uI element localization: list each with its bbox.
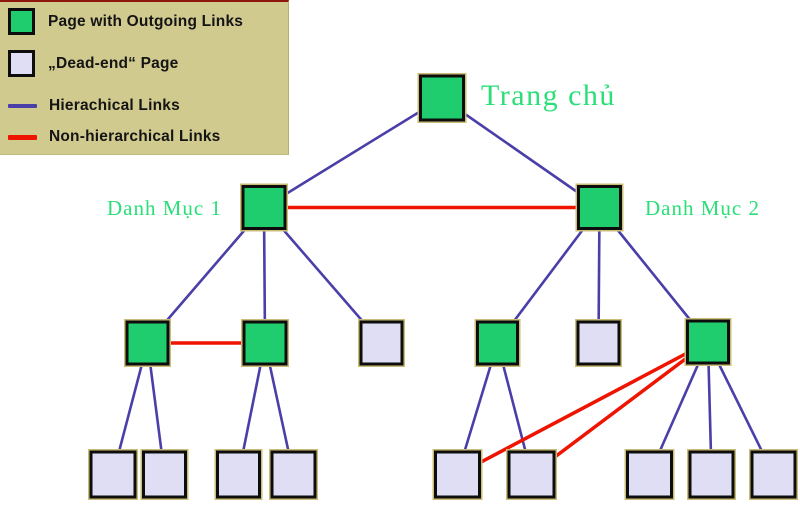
node-leaf3-dead-end: [216, 450, 261, 499]
legend-label: Page with Outgoing Links: [48, 12, 244, 30]
node-halo-leaf4: [269, 449, 318, 500]
category-1-label: Danh Mục 1: [107, 196, 222, 220]
node-halo-l3a: [124, 319, 171, 367]
legend-item-page-with-links: Page with Outgoing Links: [8, 8, 243, 35]
node-halo-l3d: [474, 319, 521, 367]
node-halo-l3e: [575, 319, 622, 367]
edge-hierarchical-root-dm2: [441, 96, 601, 209]
node-dm2-page-with-links: [577, 185, 622, 230]
node-l3e-dead-end: [576, 320, 621, 366]
node-halo-leaf1: [88, 449, 138, 500]
node-dm1-page-with-links: [241, 185, 287, 230]
node-leaf9-dead-end: [750, 450, 797, 499]
edge-hierarchical-root-dm1: [263, 96, 443, 209]
node-halo-leaf6: [506, 449, 557, 500]
blue-line-swatch-icon: [8, 104, 37, 108]
legend-item-hierarchical-links: Hierachical Links: [8, 97, 180, 115]
node-l3c-dead-end: [359, 320, 404, 366]
edge-non-hierarchical-l3f-leaf5: [456, 340, 709, 477]
node-leaf1-dead-end: [89, 450, 137, 499]
root-node-label: Trang chủ: [481, 79, 616, 112]
category-2-label: Danh Mục 2: [645, 196, 760, 220]
node-halo-l3c: [358, 319, 405, 367]
node-halo-leaf9: [749, 449, 798, 500]
legend-item-non-hierarchical-links: Non-hierarchical Links: [8, 128, 221, 146]
node-leaf2-dead-end: [142, 450, 187, 499]
node-halo-l3f: [684, 318, 732, 366]
node-halo-leaf8: [687, 449, 736, 500]
edge-non-hierarchical-l3f-leaf6: [530, 340, 710, 476]
node-halo-leaf7: [624, 449, 675, 500]
node-leaf5-dead-end: [434, 450, 481, 499]
node-l3d-page-with-links: [476, 320, 519, 366]
node-halo-leaf5: [432, 449, 483, 500]
node-l3f-page-with-links: [686, 319, 730, 365]
legend-label: Non-hierarchical Links: [49, 128, 221, 145]
legend-label: „Dead-end“ Page: [48, 54, 179, 72]
node-halo-leaf3: [214, 449, 263, 500]
lavender-square-swatch-icon: [8, 50, 35, 77]
legend-box: Page with Outgoing Links „Dead-end“ Page…: [0, 0, 289, 155]
node-leaf6-dead-end: [507, 450, 556, 499]
node-leaf7-dead-end: [626, 450, 673, 499]
node-leaf4-dead-end: [270, 450, 317, 499]
node-halo-l3b: [241, 319, 289, 367]
green-square-swatch-icon: [8, 8, 35, 35]
node-halo-dm1: [240, 183, 288, 232]
node-halo-leaf2: [140, 449, 189, 500]
node-l3b-page-with-links: [242, 320, 288, 366]
node-leaf8-dead-end: [688, 450, 735, 499]
legend-item-dead-end: „Dead-end“ Page: [8, 50, 178, 77]
node-root-page-with-links: [419, 74, 465, 122]
red-line-swatch-icon: [8, 134, 37, 140]
legend-label: Hierachical Links: [49, 97, 180, 114]
node-halo-root: [417, 73, 467, 123]
node-l3a-page-with-links: [125, 320, 170, 366]
node-halo-dm2: [575, 183, 624, 232]
